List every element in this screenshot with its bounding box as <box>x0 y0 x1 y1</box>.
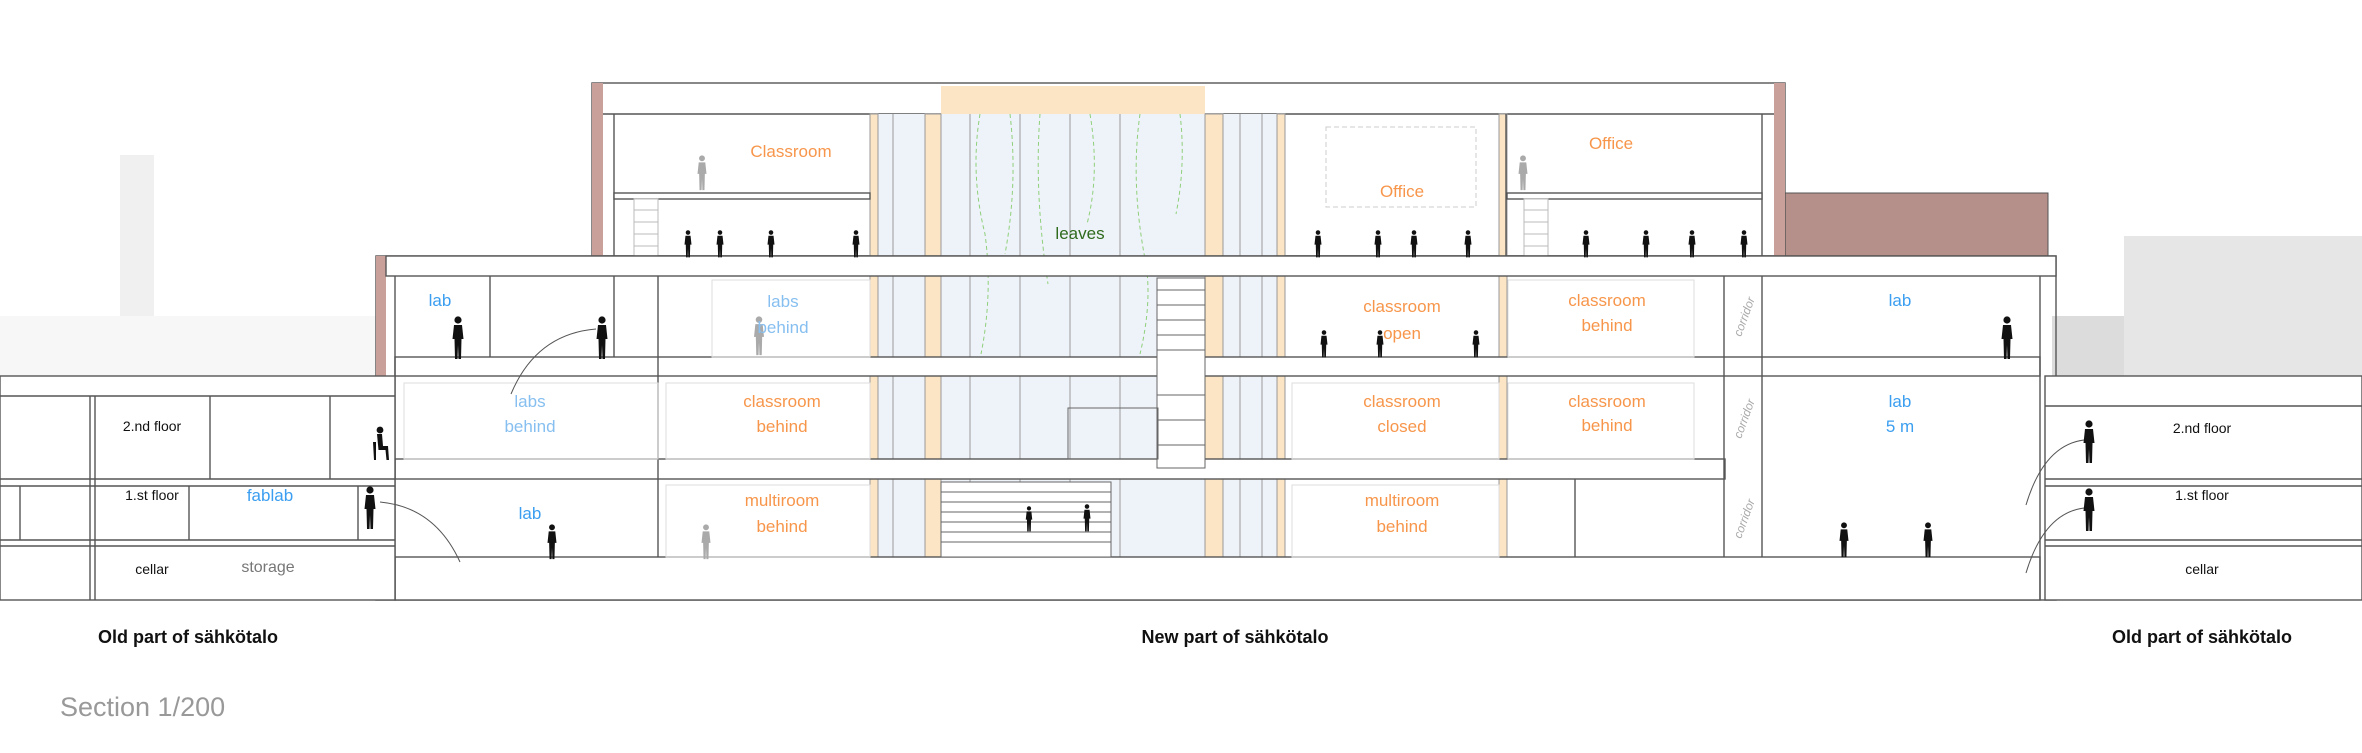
person-icon <box>596 316 608 359</box>
label-lab-3-right: lab <box>1889 291 1912 310</box>
label-classroom-behind-3: behind <box>1581 316 1632 335</box>
label-new-part: New part of sähkötalo <box>1141 627 1328 647</box>
person-icon <box>1923 522 1933 558</box>
label-old-right-1st-floor: 1.st floor <box>2175 487 2229 503</box>
label-office-center: Office <box>1380 182 1424 201</box>
label-multiroom-behind-right: multiroom <box>1365 491 1440 510</box>
label-labs-behind-3: behind <box>757 318 808 337</box>
label-leaves: leaves <box>1055 224 1104 243</box>
label-lab-3-left: lab <box>429 291 452 310</box>
label-classroom-open: open <box>1383 324 1421 343</box>
label-old-part-left: Old part of sähkötalo <box>98 627 278 647</box>
background-building-right-low <box>2052 316 2124 376</box>
label-old-left-2nd-floor: 2.nd floor <box>123 418 182 434</box>
brick-wall-right <box>1774 83 1785 256</box>
slab-ground <box>394 556 2041 601</box>
label-classroom-behind-2-left: classroom <box>743 392 820 411</box>
label-lab-5m: 5 m <box>1886 417 1914 436</box>
label-classroom-behind-2-right: classroom <box>1568 392 1645 411</box>
old-building-left <box>0 375 396 601</box>
door-arrows <box>379 328 2085 574</box>
label-lab-1: lab <box>519 504 542 523</box>
mezzanine-left <box>613 192 871 200</box>
label-classroom-closed: classroom <box>1363 392 1440 411</box>
label-fablab: fablab <box>247 486 293 505</box>
roof-slab <box>385 255 2057 277</box>
brick-volume-right <box>1784 192 2049 257</box>
person-icon <box>547 524 557 560</box>
label-labs-behind-2: behind <box>504 417 555 436</box>
label-corridor-1: corridor <box>1731 496 1758 540</box>
person-icon <box>452 316 464 359</box>
background-building-right <box>2124 236 2362 376</box>
behind-rooms <box>403 279 1695 558</box>
label-old-left-cellar: cellar <box>135 561 169 577</box>
label-lab-5m: lab <box>1889 392 1912 411</box>
label-classroom-behind-2-left: behind <box>756 417 807 436</box>
label-classroom-open: classroom <box>1363 297 1440 316</box>
label-labs-behind-2: labs <box>514 392 545 411</box>
label-classroom-behind-3: classroom <box>1568 291 1645 310</box>
label-corridor-2: corridor <box>1731 396 1758 440</box>
mezzanine-right <box>1506 192 1763 200</box>
person-icon <box>1320 330 1328 358</box>
label-storage: storage <box>241 559 294 576</box>
drawing-title: Section 1/200 <box>60 692 225 722</box>
label-labs-behind-3: labs <box>767 292 798 311</box>
label-multiroom-behind-left: multiroom <box>745 491 820 510</box>
slab-2 <box>394 458 1726 480</box>
person-icon <box>1472 330 1480 358</box>
label-old-left-1st-floor: 1.st floor <box>125 487 179 503</box>
old-building-right <box>2044 375 2362 601</box>
label-old-right-2nd-floor: 2.nd floor <box>2173 420 2232 436</box>
projection-screen <box>1325 126 1477 208</box>
person-icon <box>2001 316 2013 359</box>
label-office-right: Office <box>1589 134 1633 153</box>
label-classroom-behind-2-right: behind <box>1581 416 1632 435</box>
slab-3 <box>394 356 2041 377</box>
brick-wall-main-left <box>376 256 386 376</box>
label-classroom-closed: closed <box>1377 417 1426 436</box>
label-corridor-3: corridor <box>1731 294 1758 338</box>
label-classroom-top: Classroom <box>750 142 831 161</box>
label-old-right-cellar: cellar <box>2185 561 2219 577</box>
person-icon <box>701 524 711 560</box>
atrium-stairs <box>940 277 1206 558</box>
person-icon <box>1839 522 1849 558</box>
brick-wall-left <box>592 83 603 256</box>
label-multiroom-behind-left: behind <box>756 517 807 536</box>
label-multiroom-behind-right: behind <box>1376 517 1427 536</box>
stairs-upper <box>633 198 1549 257</box>
background-building-left <box>0 316 376 376</box>
label-old-part-right: Old part of sähkötalo <box>2112 627 2292 647</box>
skylight-leaves <box>941 86 1205 114</box>
